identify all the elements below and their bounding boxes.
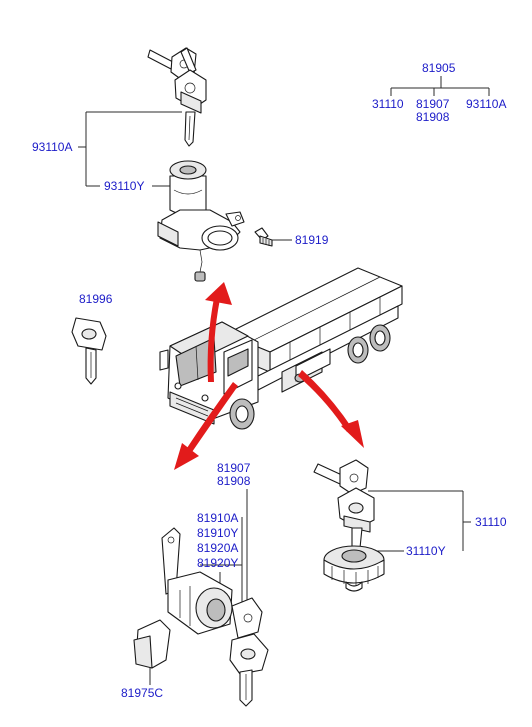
arrow-to-door-lock-icon (174, 382, 238, 470)
label-81975c: 81975C (121, 686, 163, 700)
label-31110y: 31110Y (406, 544, 446, 558)
bolt-81919-icon (254, 227, 273, 247)
label-81919: 81919 (295, 233, 329, 247)
label-81996: 81996 (79, 292, 113, 306)
label-31110-fuel: 31110 (475, 515, 507, 529)
fuel-cap-keys-icon (313, 459, 375, 553)
red-arrows (174, 282, 364, 470)
label-81920y: 81920Y (197, 556, 238, 570)
door-keys-icon (229, 597, 269, 707)
ignition-keys-icon (147, 47, 207, 147)
fuel-cap-icon (323, 545, 385, 592)
ignition-lock-cylinder-icon (157, 160, 245, 282)
lock-cover-81975c-icon (133, 619, 171, 669)
truck-icon (159, 267, 403, 430)
label-93110a: 93110A (32, 140, 72, 154)
label-81908-top: 81908 (416, 110, 450, 124)
arrow-to-fuel-cap-icon (298, 370, 364, 448)
label-81905: 81905 (422, 61, 456, 75)
door-lock-cylinder-icon (161, 527, 233, 635)
part-number-labels: 81905 31110 81907 81908 93110A 93110A 93… (32, 61, 507, 700)
label-81920a: 81920A (197, 541, 238, 555)
label-81910y: 81910Y (197, 526, 238, 540)
key-81996-icon (71, 317, 107, 385)
label-81907-door: 81907 (217, 461, 251, 475)
arrow-to-ignition-icon (205, 282, 232, 382)
label-81908-door: 81908 (217, 474, 251, 488)
label-31110-top: 31110 (372, 97, 404, 111)
label-93110a-top: 93110A (466, 97, 506, 111)
label-93110y: 93110Y (104, 179, 144, 193)
label-81907-top: 81907 (416, 97, 450, 111)
label-81910a: 81910A (197, 511, 238, 525)
